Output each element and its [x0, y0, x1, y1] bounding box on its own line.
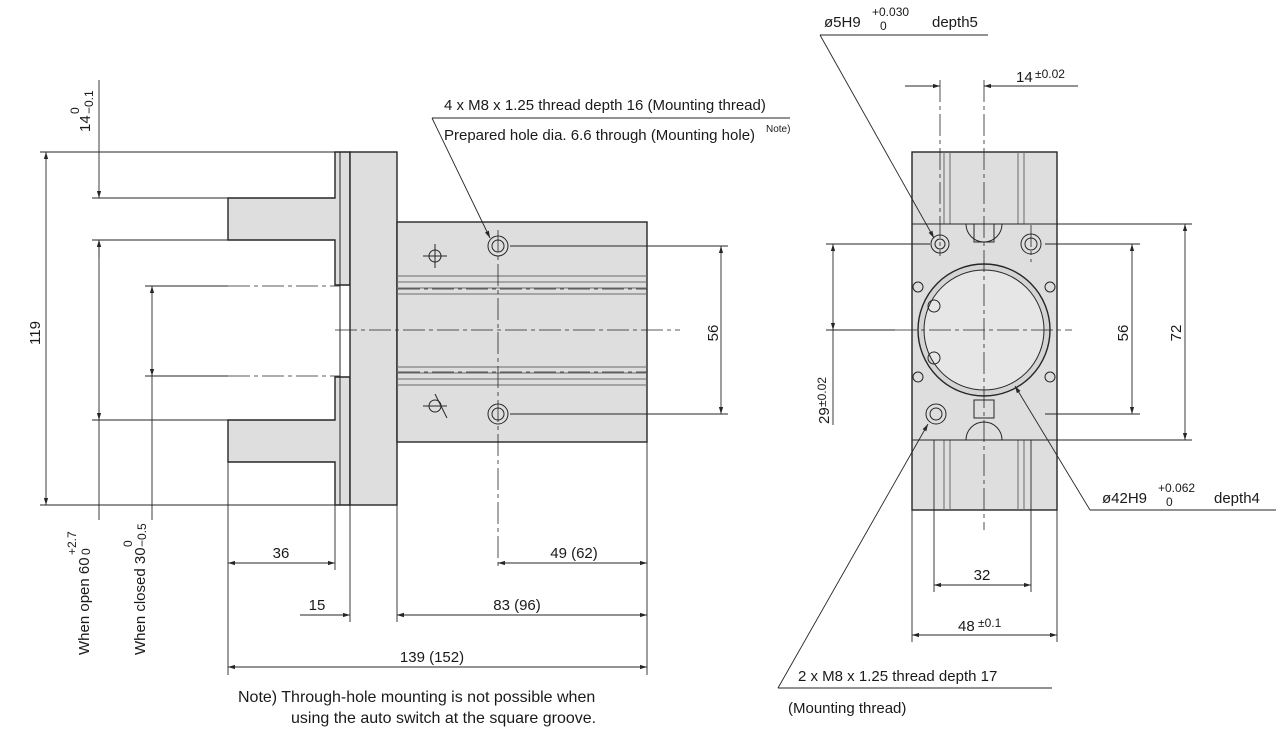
svg-text:29: 29 — [816, 407, 833, 424]
lower-jaw — [227, 376, 351, 506]
dim-14-vertical: 14 0 −0.1 — [68, 90, 96, 132]
flange-plate — [349, 151, 398, 506]
bore-callout: ø42H9 +0.062 0 depth4 — [1102, 481, 1260, 509]
dim-56-side: 56 — [705, 325, 722, 342]
pin-hole-top — [423, 244, 447, 268]
svg-text:0: 0 — [1166, 495, 1173, 509]
dim-32: 32 — [974, 567, 991, 584]
main-body — [396, 221, 648, 443]
svg-text:depth4: depth4 — [1214, 490, 1260, 507]
svg-text:ø5H9: ø5H9 — [824, 14, 861, 31]
dim-open-60: When open 60 +2.7 0 — [65, 531, 93, 655]
pin-hole-bottom — [423, 393, 448, 419]
svg-text:When closed 30: When closed 30 — [132, 547, 149, 655]
callout-hole-note: Note) — [766, 124, 790, 135]
svg-text:48: 48 — [958, 618, 975, 635]
dim-49: 49 (62) — [550, 545, 598, 562]
dim-139: 139 (152) — [400, 649, 464, 666]
dim-closed-30: When closed 30 0 −0.5 — [121, 523, 149, 655]
svg-text:ø42H9: ø42H9 — [1102, 490, 1147, 507]
dim-36: 36 — [273, 545, 290, 562]
thread-callout: 2 x M8 x 1.25 thread depth 17 — [798, 668, 997, 685]
dim-14-front: 14 ±0.02 — [1016, 67, 1065, 86]
dim-56-front: 56 — [1115, 325, 1132, 342]
svg-text:−0.1: −0.1 — [82, 90, 96, 114]
callout-hole-label: Prepared hole dia. 6.6 through (Mounting… — [444, 127, 755, 144]
dim-83: 83 (96) — [493, 597, 541, 614]
svg-text:14: 14 — [1016, 69, 1033, 86]
svg-text:−0.5: −0.5 — [135, 523, 149, 547]
dim-48: 48 ±0.1 — [958, 616, 1002, 635]
note-line-1: Note) Through-hole mounting is not possi… — [238, 689, 596, 706]
svg-text:14: 14 — [77, 115, 94, 132]
svg-text:0: 0 — [79, 548, 93, 555]
side-view: 4 x M8 x 1.25 thread depth 16 (Mounting … — [27, 80, 790, 675]
svg-text:0: 0 — [880, 19, 887, 33]
dim-119: 119 — [27, 321, 44, 345]
front-grooves — [943, 152, 1025, 510]
dim-29: 29 ±0.02 — [815, 377, 833, 424]
thread-note: (Mounting thread) — [788, 700, 906, 717]
svg-text:0: 0 — [68, 107, 82, 114]
svg-text:depth5: depth5 — [932, 14, 978, 31]
svg-text:0: 0 — [121, 540, 135, 547]
switch-slots — [912, 281, 1056, 383]
svg-text:+2.7: +2.7 — [65, 531, 79, 555]
svg-text:±0.02: ±0.02 — [1035, 67, 1065, 81]
front-view: ø5H9 +0.030 0 depth5 14 ±0.02 29 ±0.02 5… — [777, 5, 1276, 717]
callout-thread-label: 4 x M8 x 1.25 thread depth 16 (Mounting … — [444, 97, 766, 114]
note-line-2: using the auto switch at the square groo… — [291, 710, 597, 727]
dim-72: 72 — [1168, 325, 1185, 342]
dim-15: 15 — [309, 597, 326, 614]
svg-text:+0.030: +0.030 — [872, 5, 909, 19]
square-grooves — [397, 275, 647, 386]
svg-text:±0.02: ±0.02 — [815, 377, 829, 407]
svg-text:+0.062: +0.062 — [1158, 481, 1195, 495]
upper-jaw — [227, 151, 351, 286]
svg-text:±0.1: ±0.1 — [978, 616, 1002, 630]
thread-hole-bottom-left — [925, 403, 947, 425]
svg-text:When open 60: When open 60 — [76, 557, 93, 655]
hole-callout: ø5H9 +0.030 0 depth5 — [824, 5, 978, 33]
